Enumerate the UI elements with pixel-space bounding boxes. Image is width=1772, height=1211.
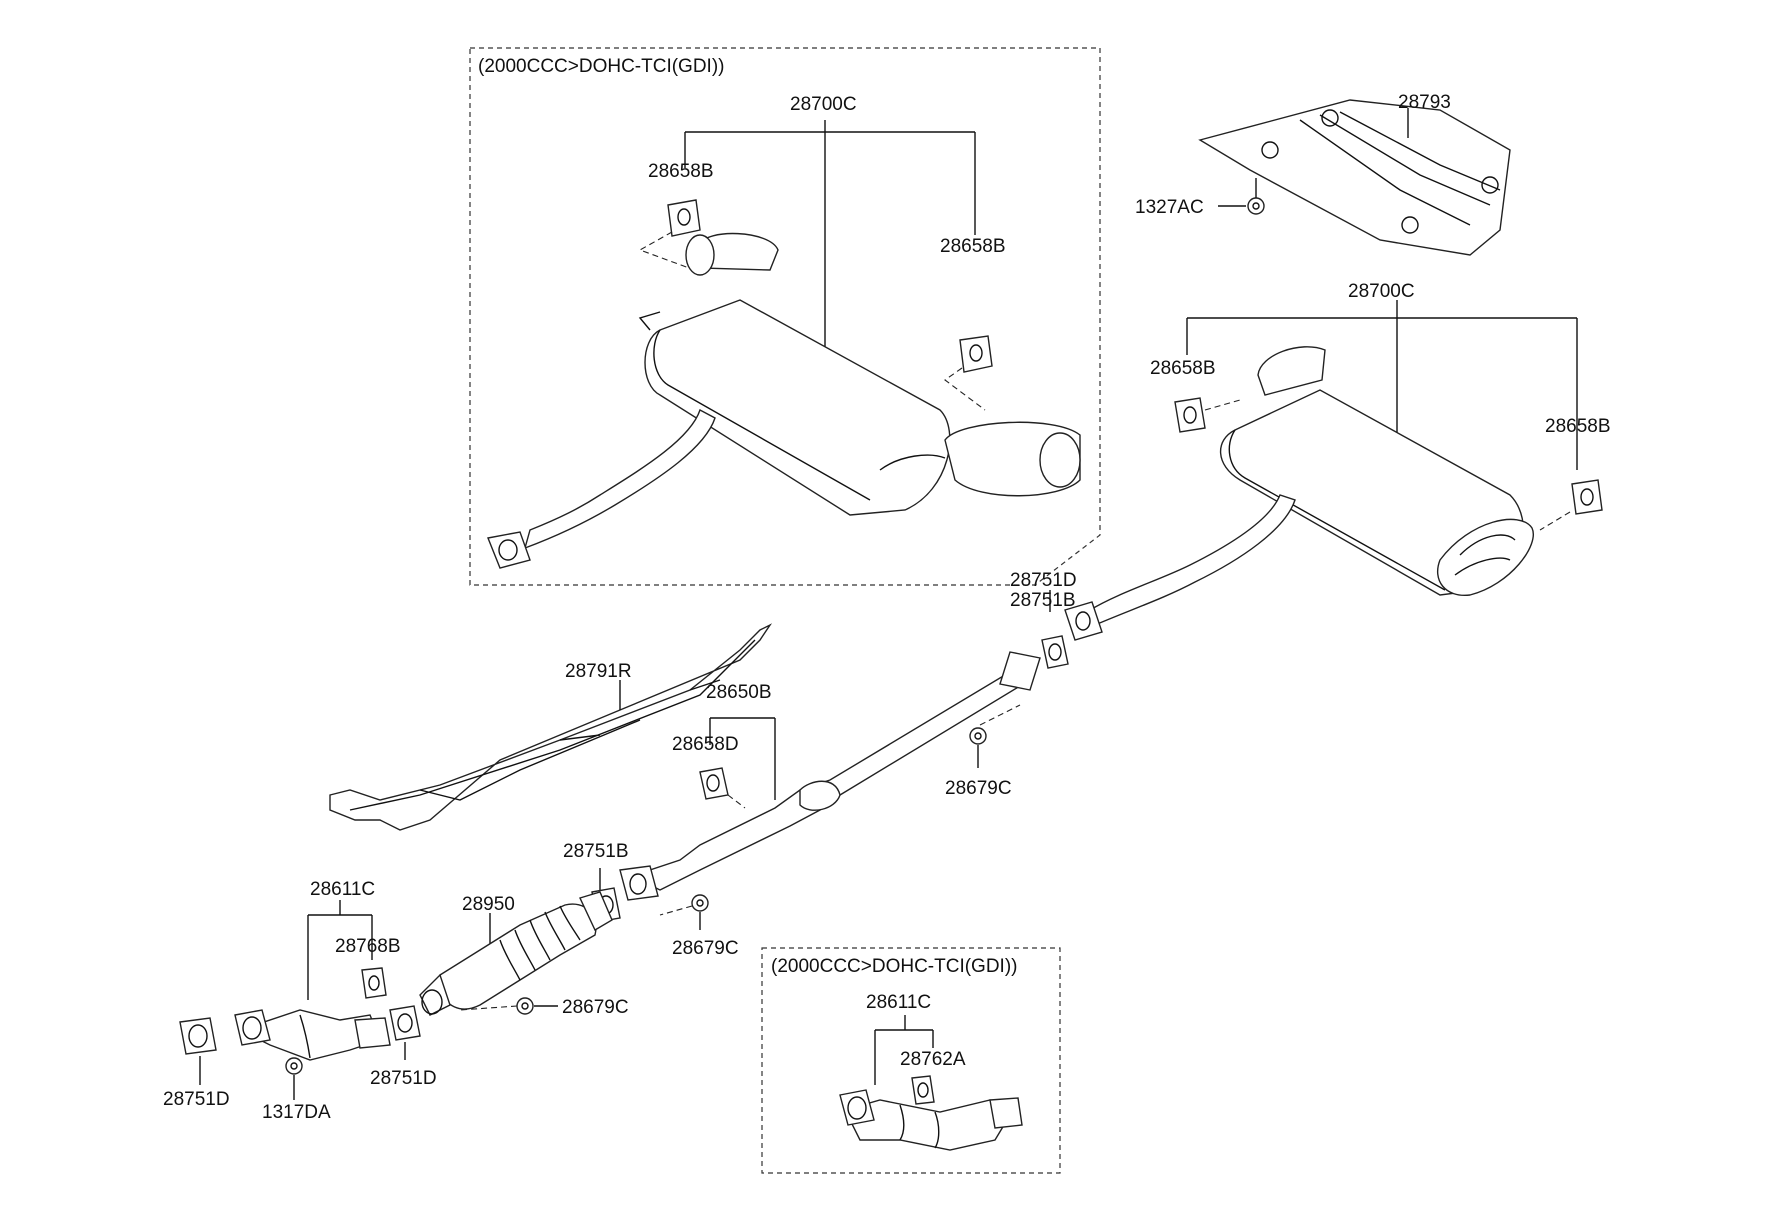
bottom-option-caption: (2000CCC>DOHC-TCI(GDI)): [771, 956, 1018, 977]
hanger-right-icon: [1571, 479, 1603, 515]
box-hanger-right-icon: [959, 335, 993, 373]
front-bracket-icon: [361, 967, 387, 999]
floor-heat-protector-icon: [329, 623, 773, 831]
center-nut-lower-icon: [691, 894, 709, 912]
label-center-hanger[interactable]: 28658D: [672, 734, 739, 755]
hanger-left-icon: [1174, 397, 1206, 433]
label-box-front-bracket[interactable]: 28762A: [900, 1049, 966, 1070]
label-box-front-pipe[interactable]: 28611C: [866, 992, 931, 1013]
converter-nut-icon: [516, 997, 534, 1015]
gasket-upper-icon: [1041, 635, 1069, 669]
heat-protector-icon: [1198, 99, 1511, 256]
label-box-hanger-right[interactable]: 28658B: [940, 236, 1006, 257]
label-gasket-b-mid[interactable]: 28751B: [563, 841, 629, 862]
label-front-pipe[interactable]: 28611C: [310, 879, 375, 900]
label-front-bracket[interactable]: 28768B: [335, 936, 401, 957]
front-pipe-icon: [234, 1009, 391, 1061]
label-box-muffler-assy[interactable]: 28700C: [790, 94, 857, 115]
label-center-nut-upper[interactable]: 28679C: [945, 778, 1012, 799]
label-gasket-d-upper[interactable]: 28751D: [1010, 570, 1077, 591]
label-front-nut[interactable]: 1317DA: [262, 1102, 331, 1123]
protector-nut-icon: [1247, 197, 1265, 215]
label-hanger-left[interactable]: 28658B: [1150, 358, 1216, 379]
label-catalytic-converter[interactable]: 28950: [462, 894, 515, 915]
front-nut-icon: [285, 1057, 303, 1075]
center-nut-upper-icon: [969, 727, 987, 745]
label-hanger-right[interactable]: 28658B: [1545, 416, 1611, 437]
box-front-bracket-icon: [911, 1075, 935, 1105]
box-hanger-left-icon: [667, 199, 701, 237]
label-center-nut-lower[interactable]: 28679C: [672, 938, 739, 959]
center-hanger-icon: [699, 767, 729, 800]
label-floor-heat-protector[interactable]: 28791R: [565, 661, 632, 682]
gasket-mid-lower-icon: [389, 1005, 421, 1041]
box-front-pipe-icon: [839, 1089, 1023, 1151]
label-box-hanger-left[interactable]: 28658B: [648, 161, 714, 182]
label-muffler-assy[interactable]: 28700C: [1348, 281, 1415, 302]
label-gasket-d-left[interactable]: 28751D: [163, 1089, 230, 1110]
muffler-icon: [1219, 346, 1534, 596]
label-converter-nut[interactable]: 28679C: [562, 997, 629, 1018]
muffler-inlet-pipe-icon: [1064, 494, 1296, 641]
label-protector-nut[interactable]: 1327AC: [1135, 197, 1204, 218]
top-option-box: (2000CCC>DOHC-TCI(GDI)) 28700C 28658B 28…: [469, 47, 1101, 586]
top-option-caption: (2000CCC>DOHC-TCI(GDI)): [478, 56, 725, 77]
center-pipe-icon: [619, 651, 1041, 901]
label-center-pipe[interactable]: 28650B: [706, 682, 772, 703]
box-muffler-icon: [638, 232, 1081, 516]
box-inlet-pipe-icon: [487, 408, 716, 569]
label-gasket-d-mid[interactable]: 28751D: [370, 1068, 437, 1089]
label-gasket-b-upper[interactable]: 28751B: [1010, 590, 1076, 611]
label-heat-protector[interactable]: 28793: [1398, 92, 1451, 113]
gasket-left-icon: [179, 1017, 217, 1055]
catalytic-converter-icon: [419, 891, 613, 1016]
bottom-option-box: (2000CCC>DOHC-TCI(GDI)) 28611C 28762A: [761, 947, 1061, 1174]
